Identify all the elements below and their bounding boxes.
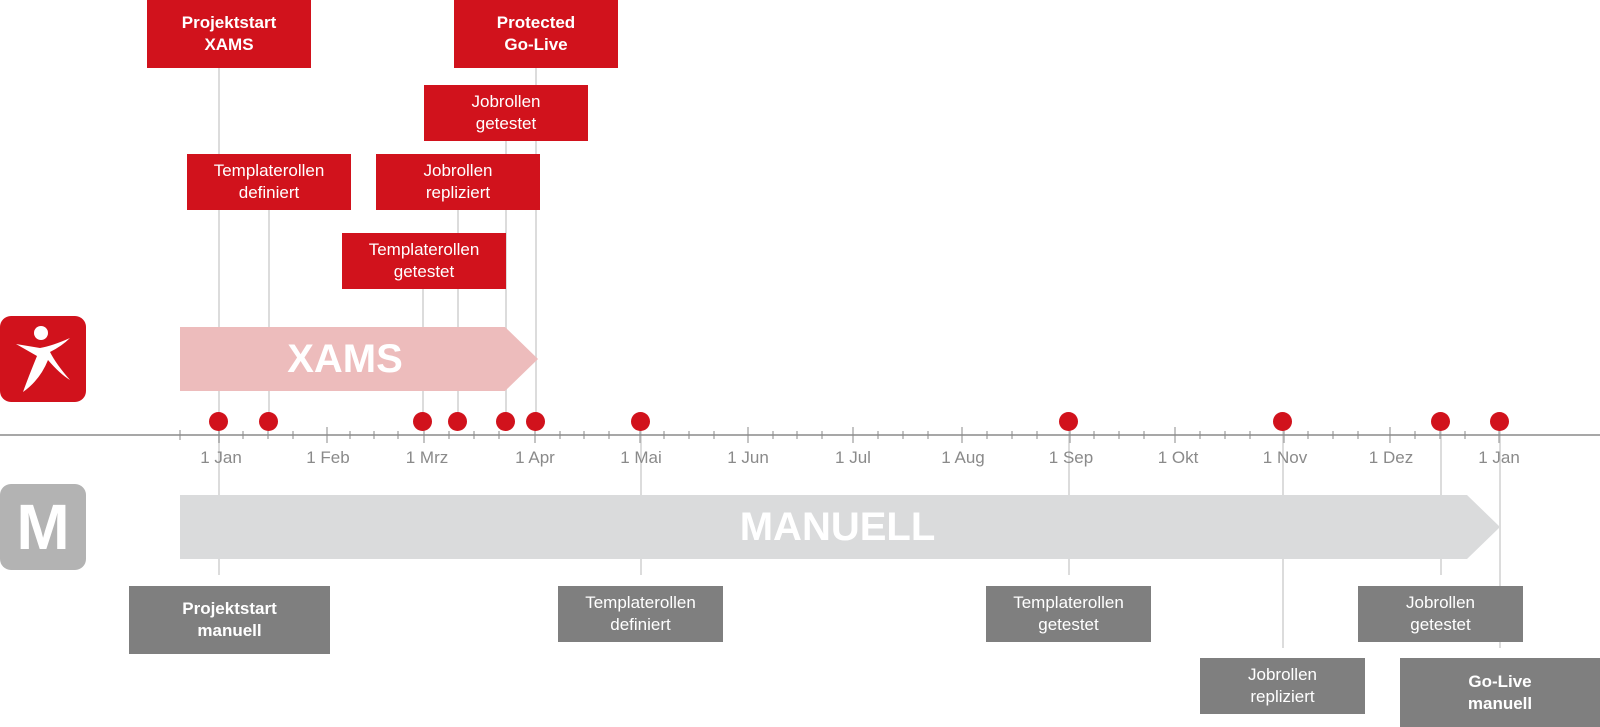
manuell-arrow-label: MANUELL — [739, 505, 936, 549]
milestone-dot — [1059, 412, 1078, 431]
milestone-dot — [448, 412, 467, 431]
month-label: 1 Aug — [941, 448, 985, 467]
manuell-logo-letter: M — [16, 491, 70, 563]
connector-line — [1499, 430, 1501, 648]
milestone-dot — [413, 412, 432, 431]
month-label: 1 Dez — [1368, 448, 1414, 467]
milestone-dot — [526, 412, 545, 431]
month-label: 1 Nov — [1262, 448, 1308, 467]
month-label: 1 Apr — [515, 448, 555, 467]
milestone-dot — [1273, 412, 1292, 431]
timeline-axis — [0, 427, 1600, 443]
month-label: 1 Mai — [620, 448, 662, 467]
month-label: 1 Okt — [1157, 448, 1199, 467]
manuell-logo: M — [0, 484, 86, 570]
month-label: 1 Jan — [200, 448, 242, 467]
xams-arrow-label: XAMS — [287, 337, 403, 381]
person-icon — [16, 326, 70, 392]
xams-logo — [0, 316, 86, 402]
milestone-dot — [1490, 412, 1509, 431]
milestone-dot — [259, 412, 278, 431]
month-label: 1 Feb — [306, 448, 350, 467]
milestone-dot — [496, 412, 515, 431]
connector-line — [457, 205, 459, 416]
milestone-dot — [631, 412, 650, 431]
month-label: 1 Jun — [727, 448, 769, 467]
connector-line — [268, 205, 270, 416]
manuell-arrow — [180, 495, 1500, 559]
connector-line — [505, 137, 507, 416]
month-label: 1 Mrz — [405, 448, 449, 467]
connector-line — [535, 66, 537, 416]
connector-line — [218, 66, 220, 416]
milestone-dot — [209, 412, 228, 431]
xams-arrow — [180, 327, 538, 391]
month-label: 1 Jan — [1478, 448, 1520, 467]
milestone-dot — [1431, 412, 1450, 431]
month-label: 1 Sep — [1048, 448, 1094, 467]
month-label: 1 Jul — [835, 448, 871, 467]
